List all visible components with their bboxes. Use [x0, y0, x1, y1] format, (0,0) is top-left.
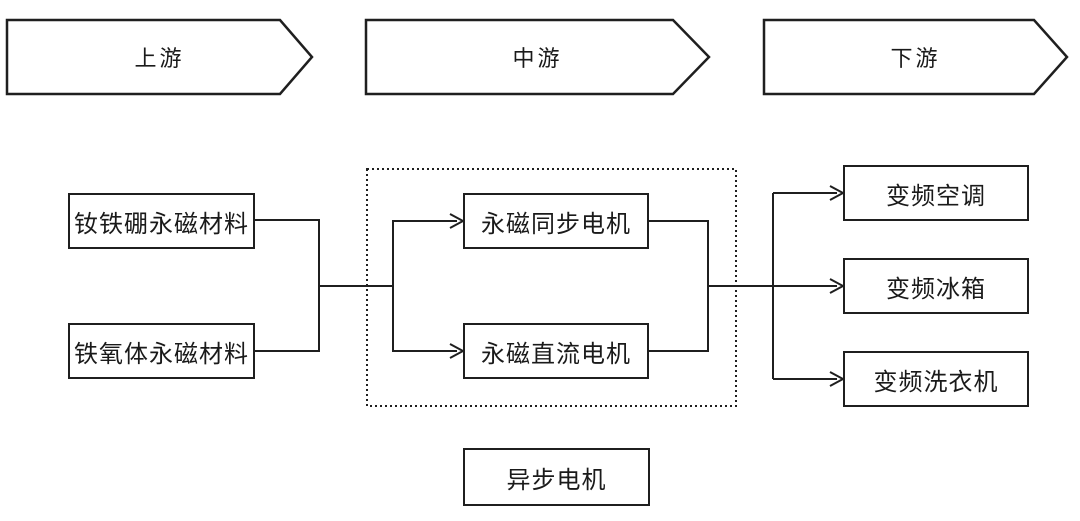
node-inverter-air-conditioner: 变频空调 — [843, 165, 1029, 221]
connector-midstream-branch — [392, 220, 457, 352]
node-inverter-washing-machine: 变频洗衣机 — [843, 351, 1029, 407]
stage-arrow-midstream — [364, 18, 711, 96]
stage-arrow-upstream — [5, 18, 314, 96]
stage-label-upstream: 上游 — [134, 46, 185, 71]
midstream-group-dotted-border — [366, 168, 737, 407]
stage-label-downstream: 下游 — [890, 46, 941, 71]
node-ferrite-magnet-material: 铁氧体永磁材料 — [68, 323, 255, 379]
node-inverter-refrigerator: 变频冰箱 — [843, 258, 1029, 314]
connector-upstream-merge — [255, 219, 320, 352]
connector-midstream-merge — [649, 220, 709, 352]
node-asynchronous-motor: 异步电机 — [463, 448, 650, 506]
node-pm-dc-motor: 永磁直流电机 — [463, 323, 649, 379]
node-pm-synchronous-motor: 永磁同步电机 — [463, 193, 649, 249]
stage-arrow-downstream — [762, 18, 1069, 96]
connector-downstream-branch — [772, 192, 837, 380]
node-ndfeb-magnet-material: 钕铁硼永磁材料 — [68, 193, 255, 249]
stage-label-midstream: 中游 — [512, 46, 563, 71]
